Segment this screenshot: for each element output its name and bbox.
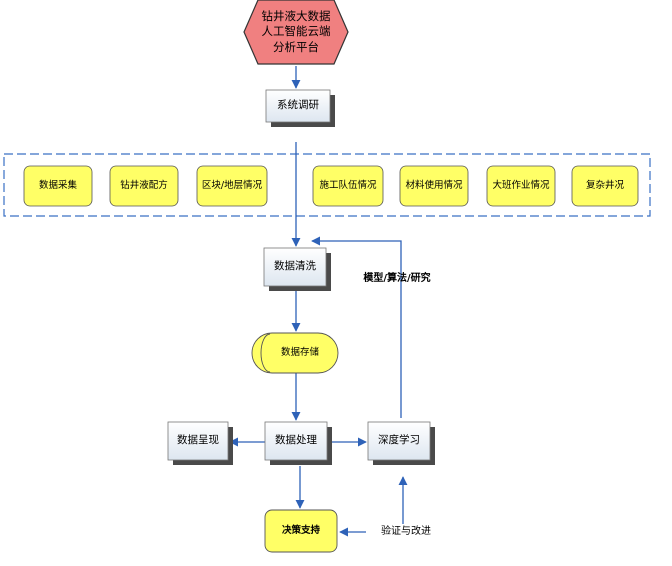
decision-support-label: 决策支持: [281, 525, 320, 537]
research-item-complex-well: 复杂井况: [585, 180, 624, 192]
arrow-deep-learning-feedback: [311, 236, 402, 418]
research-item-crew: 施工队伍情况: [319, 180, 377, 192]
research-item-materials: 材料使用情况: [405, 180, 463, 192]
box-decision-support: [264, 509, 338, 553]
data-storage-label: 数据存储: [280, 347, 319, 359]
storage-cylinder: [251, 332, 339, 374]
box-data-cleaning: [263, 247, 331, 291]
research-item-boxes: [23, 165, 639, 207]
research-item-block-strata: 区块/地层情况: [201, 180, 263, 192]
platform-title-line1: 钻井液大数据: [261, 8, 331, 23]
platform-title-line3: 分析平台: [273, 39, 319, 54]
platform-hexagon: [243, 0, 349, 65]
deep-learning-label: 深度学习: [378, 434, 420, 447]
research-item-shift-work: 大班作业情况: [492, 180, 550, 192]
box-data-processing: [264, 421, 332, 465]
platform-title: 钻井液大数据 人工智能云端 分析平台: [248, 4, 344, 60]
system-research-label: 系统调研: [277, 99, 319, 112]
model-algorithm-label: 模型/算法/研究: [363, 272, 431, 284]
research-item-data-collection: 数据采集: [38, 180, 77, 192]
data-display-label: 数据呈现: [177, 434, 219, 447]
box-data-display: [167, 421, 233, 465]
box-deep-learning: [367, 421, 435, 465]
research-item-formula: 钻井液配方: [120, 180, 168, 192]
verify-improve-label: 验证与改进: [366, 524, 446, 540]
box-system-research: [265, 89, 335, 127]
platform-title-line2: 人工智能云端: [261, 24, 331, 39]
data-cleaning-label: 数据清洗: [274, 260, 316, 273]
research-group-border: [3, 153, 651, 217]
data-processing-label: 数据处理: [275, 434, 317, 447]
